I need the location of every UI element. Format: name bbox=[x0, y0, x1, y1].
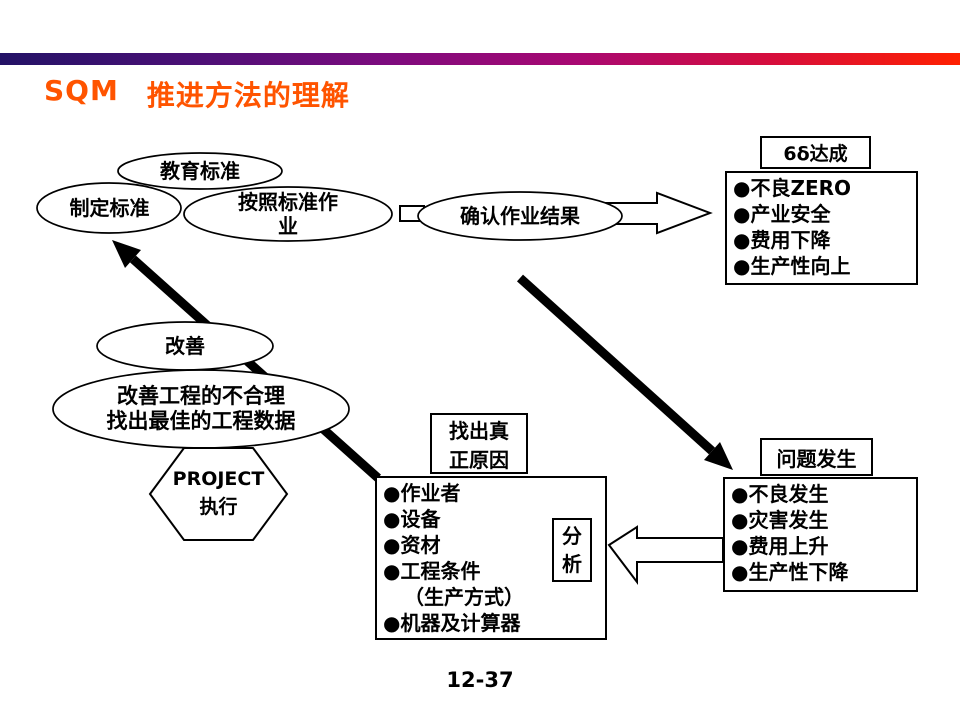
arrow-to-problem-head-icon bbox=[704, 442, 733, 470]
edu-standard-label: 教育标准 bbox=[160, 159, 240, 183]
six-sigma-header-box: 6δ达成 bbox=[760, 136, 871, 169]
follow-standard-label: 按照标准作 业 bbox=[238, 190, 338, 238]
title-text: 推进方法的理解 bbox=[146, 79, 350, 112]
block-arrow-left-icon bbox=[607, 525, 724, 585]
title-prefix: SQM bbox=[44, 74, 119, 107]
root-cause-item: （生产方式） bbox=[404, 585, 524, 609]
problem-item: ●费用上升 bbox=[731, 534, 829, 558]
problem-header-box: 问题发生 bbox=[760, 438, 873, 476]
analysis-box: 分 析 bbox=[552, 518, 592, 582]
good-outcome-item: ●产业安全 bbox=[733, 202, 831, 226]
page-number: 12-37 bbox=[446, 668, 514, 692]
make-standard-label: 制定标准 bbox=[69, 196, 150, 220]
good-outcome-item: ●不良ZERO bbox=[733, 176, 852, 200]
problem-item: ●灾害发生 bbox=[731, 508, 829, 532]
root-cause-item: ●工程条件 bbox=[383, 559, 481, 583]
edu-standard-ellipse bbox=[117, 152, 283, 190]
problem-item: ●不良发生 bbox=[731, 482, 829, 506]
project-label: PROJECT 执行 bbox=[172, 468, 265, 518]
confirm-result-label: 确认作业结果 bbox=[460, 204, 580, 228]
problem-item: ●生产性下降 bbox=[731, 560, 849, 584]
arrow-to-standard-head-icon bbox=[112, 240, 141, 268]
root-cause-header-box: 找出真 正原因 bbox=[430, 413, 528, 474]
follow-standard-ellipse bbox=[183, 186, 393, 242]
make-standard-ellipse bbox=[36, 182, 182, 234]
root-cause-item: ●资材 bbox=[383, 533, 441, 557]
project-hexagon bbox=[148, 447, 289, 541]
root-cause-item: ●作业者 bbox=[383, 481, 461, 505]
root-cause-item: ●机器及计算器 bbox=[383, 611, 521, 635]
arrow-to-problem-shaft bbox=[516, 274, 716, 455]
problem-box: ●不良发生 ●灾害发生 ●费用上升 ●生产性下降 bbox=[723, 477, 918, 592]
kaizen-label: 改善 bbox=[165, 334, 205, 358]
page-title: SQM 推进方法的理解 bbox=[44, 74, 350, 114]
good-outcome-item: ●生产性向上 bbox=[733, 254, 851, 278]
kaizen-detail-label: 改善工程的不合理 找出最佳的工程数据 bbox=[106, 383, 296, 433]
good-outcome-box: ●不良ZERO ●产业安全 ●费用下降 ●生产性向上 bbox=[725, 171, 918, 285]
confirm-result-ellipse bbox=[417, 191, 623, 241]
gradient-divider-bar bbox=[0, 53, 960, 65]
root-cause-item: ●设备 bbox=[383, 507, 441, 531]
arrow-to-standard-shaft bbox=[130, 255, 381, 482]
good-outcome-item: ●费用下降 bbox=[733, 228, 831, 252]
